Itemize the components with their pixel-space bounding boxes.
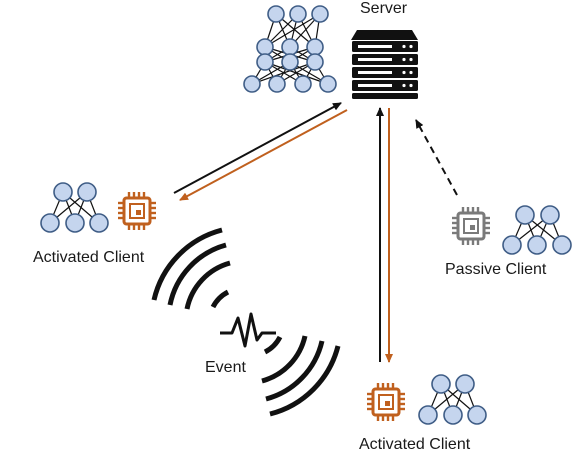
passive-client-label: Passive Client	[445, 261, 547, 278]
network-node	[418, 405, 438, 425]
network-node	[467, 405, 487, 425]
activated-client-left-label: Activated Client	[33, 249, 145, 266]
network-node	[65, 213, 85, 233]
network-node	[243, 75, 261, 93]
network-node	[443, 405, 463, 425]
left-client-chip-icon	[118, 192, 156, 230]
network-node	[289, 5, 307, 23]
network-node	[256, 38, 274, 56]
network-node	[540, 205, 560, 225]
event-label: Event	[205, 359, 246, 376]
network-node	[515, 205, 535, 225]
network-node	[53, 182, 73, 202]
network-node	[281, 53, 299, 71]
passive-client-chip-icon	[452, 207, 490, 245]
network-node	[455, 374, 475, 394]
server-network-icon	[243, 5, 337, 93]
bottom-client-network-icon	[418, 374, 487, 425]
server-rack-icon	[351, 30, 418, 99]
network-node	[306, 53, 324, 71]
server-label: Server	[360, 0, 408, 17]
download-arrow-left	[179, 109, 348, 201]
upload-arrow-left	[173, 102, 342, 194]
network-node	[502, 235, 522, 255]
passive-dashed-arrow	[415, 119, 458, 196]
network-node	[77, 182, 97, 202]
arrows	[173, 102, 458, 363]
signal-waves-icon	[151, 227, 341, 417]
network-node	[431, 374, 451, 394]
activated-client-bottom-label: Activated Client	[359, 436, 471, 453]
left-client-network-icon	[40, 182, 109, 233]
network-node	[306, 38, 324, 56]
event-pulse-icon	[220, 312, 276, 348]
network-node	[40, 213, 60, 233]
passive-client-network-icon	[502, 205, 572, 255]
network-node	[319, 75, 337, 93]
network-node	[552, 235, 572, 255]
network-node	[311, 5, 329, 23]
bottom-client-chip-icon	[367, 383, 405, 421]
network-node	[294, 75, 312, 93]
network-node	[268, 75, 286, 93]
network-node	[267, 5, 285, 23]
network-node	[527, 235, 547, 255]
network-node	[281, 38, 299, 56]
network-node	[256, 53, 274, 71]
network-node	[89, 213, 109, 233]
